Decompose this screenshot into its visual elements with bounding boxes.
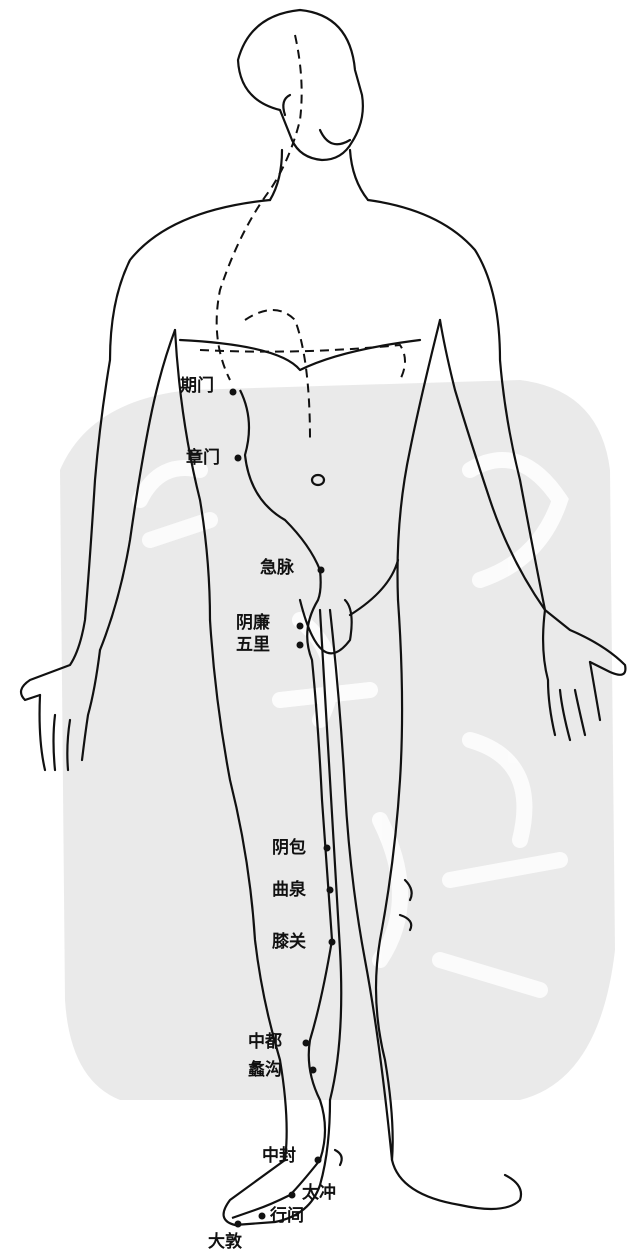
acupoint-dot-zhongfeng <box>315 1157 322 1164</box>
label-zhangmen: 章门 <box>186 450 220 467</box>
label-wuli: 五里 <box>236 637 270 654</box>
label-xiguan: 膝关 <box>272 934 306 951</box>
acupoint-dot-zhongdu <box>303 1040 310 1047</box>
label-qimen: 期门 <box>180 378 214 395</box>
acupoint-dot-xingjian <box>259 1213 266 1220</box>
acupoint-dot-jimai <box>318 567 325 574</box>
label-yinlian: 阴廉 <box>236 615 270 632</box>
acupoint-dot-yinlian <box>297 623 304 630</box>
acupoint-dot-zhangmen <box>235 455 242 462</box>
label-yinbao: 阴包 <box>272 840 306 857</box>
meridian-dashed-path <box>200 35 405 440</box>
label-dadun: 大敦 <box>208 1234 242 1251</box>
label-ququan: 曲泉 <box>272 882 306 899</box>
label-jimai: 急脉 <box>260 560 294 577</box>
acupoint-dot-ligou <box>310 1067 317 1074</box>
acupoint-dot-ququan <box>327 887 334 894</box>
acupoint-dot-wuli <box>297 642 304 649</box>
label-zhongdu: 中都 <box>248 1034 282 1051</box>
label-taichong: 太冲 <box>302 1185 336 1202</box>
acupoint-dot-yinbao <box>324 845 331 852</box>
acupoint-dot-dadun <box>235 1221 242 1228</box>
acupoint-dot-qimen <box>230 389 237 396</box>
acupoint-dot-xiguan <box>329 939 336 946</box>
acupoint-dot-taichong <box>289 1192 296 1199</box>
label-ligou: 蠡沟 <box>248 1062 282 1079</box>
label-xingjian: 行间 <box>270 1208 304 1225</box>
label-zhongfeng: 中封 <box>262 1148 296 1165</box>
